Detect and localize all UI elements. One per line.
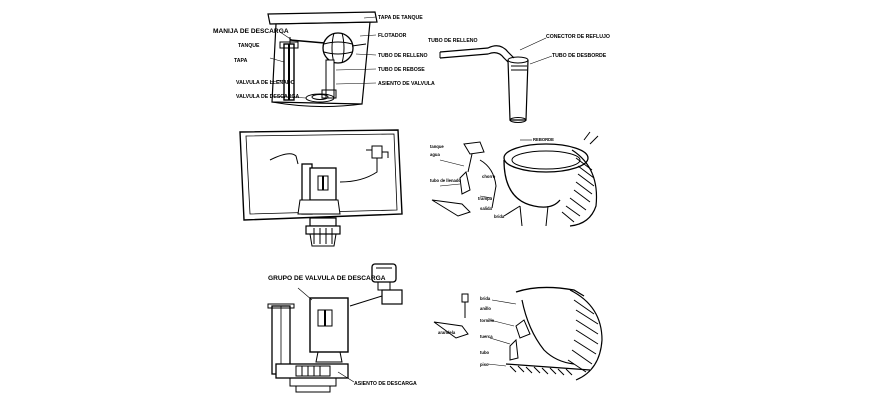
label-trap: trampa	[478, 196, 493, 201]
bowl-install-labels: brida anillo tornillo tuerca arandela tu…	[438, 296, 495, 367]
bowl-install-drawing	[433, 286, 603, 381]
label-lid: TAPA DE TANQUE	[378, 15, 423, 21]
label-float: FLOTADOR	[378, 33, 407, 39]
label-install-bolt: tornillo	[480, 318, 495, 323]
label-left-a: tanque	[430, 144, 444, 149]
tank-cutaway-drawing	[267, 11, 378, 108]
overflow-detail-drawing	[439, 37, 553, 123]
label-outlet: salida	[480, 206, 493, 211]
valve-assembly-drawing	[267, 263, 403, 393]
label-overflow-tube: TUBO DE DESBORDE	[552, 53, 607, 59]
label-connector: CONECTOR DE REFLUJO	[546, 34, 610, 40]
overflow-detail-labels: TUBO DE RELLENO CONECTOR DE REFLUJO TUBO…	[428, 34, 610, 59]
label-seat: ASIENTO DE VALVULA	[378, 81, 435, 87]
label-left-c: tubo de llenado	[430, 178, 461, 183]
label-valve-group: GRUPO DE VALVULA DE DESCARGA	[268, 275, 386, 282]
label-install-flange: brida	[480, 296, 491, 301]
label-tank: TANQUE	[238, 43, 260, 49]
label-refill-tube: TUBO DE RELLENO	[428, 38, 478, 44]
label-install-nut: tuerca	[480, 334, 493, 339]
label-install-pipe: tubo	[480, 350, 490, 355]
valve-assembly-labels: GRUPO DE VALVULA DE DESCARGA ASIENTO DE …	[268, 275, 417, 387]
tank-section-drawing	[239, 129, 403, 247]
label-rim: REBORDE	[533, 137, 554, 142]
label-valve: VALVULA DE DESCARGA	[236, 94, 300, 100]
label-cap: TAPA	[234, 58, 248, 64]
bowl-section-labels: REBORDE tanque agua tubo de llenado chor…	[430, 137, 554, 219]
bowl-section-drawing	[431, 131, 599, 227]
label-valve-seat: ASIENTO DE DESCARGA	[354, 381, 417, 387]
label-left-b: agua	[430, 152, 440, 157]
label-handle: MANIJA DE DESCARGA	[213, 28, 289, 35]
label-overflow: TUBO DE REBOSE	[378, 67, 425, 73]
label-jet: chorro	[482, 174, 496, 179]
label-flange: brida	[494, 214, 505, 219]
tank-cutaway-labels: MANIJA DE DESCARGA TAPA DE TANQUE FLOTAD…	[213, 15, 435, 100]
label-install-floor: piso	[480, 362, 489, 367]
label-refill: TUBO DE RELLENO	[378, 53, 428, 59]
label-fill-valve: VALVULA DE LLENADO	[236, 80, 295, 86]
label-install-ring: anillo	[480, 306, 491, 311]
label-install-washer: arandela	[438, 330, 456, 335]
